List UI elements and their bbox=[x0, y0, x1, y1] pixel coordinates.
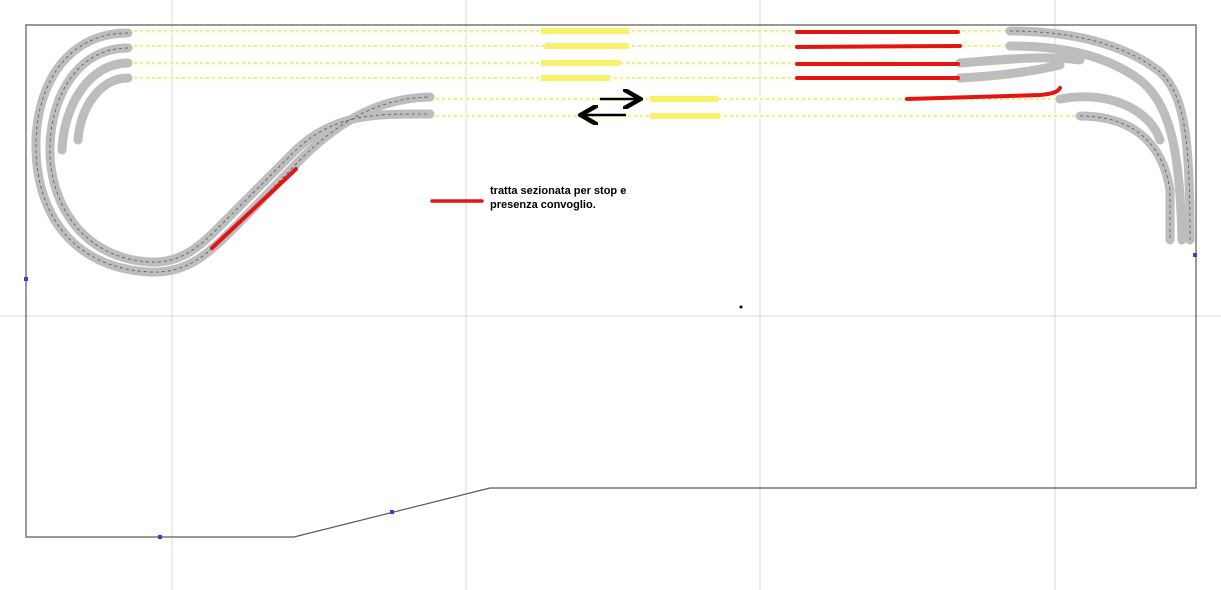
platform-markings bbox=[541, 28, 720, 119]
direction-arrows bbox=[583, 99, 638, 115]
left-return-loop-rails bbox=[35, 32, 431, 273]
left-return-loop bbox=[31, 28, 435, 277]
reference-dot bbox=[739, 305, 743, 309]
legend-text: tratta sezionata per stop e presenza con… bbox=[490, 185, 627, 211]
baseboard-outline bbox=[25, 24, 1197, 538]
right-return-loop bbox=[955, 26, 1195, 245]
sectioned-track-stretches bbox=[210, 30, 1062, 250]
right-return-loop-rails bbox=[1009, 30, 1191, 241]
baseboard-markers bbox=[24, 253, 1197, 539]
